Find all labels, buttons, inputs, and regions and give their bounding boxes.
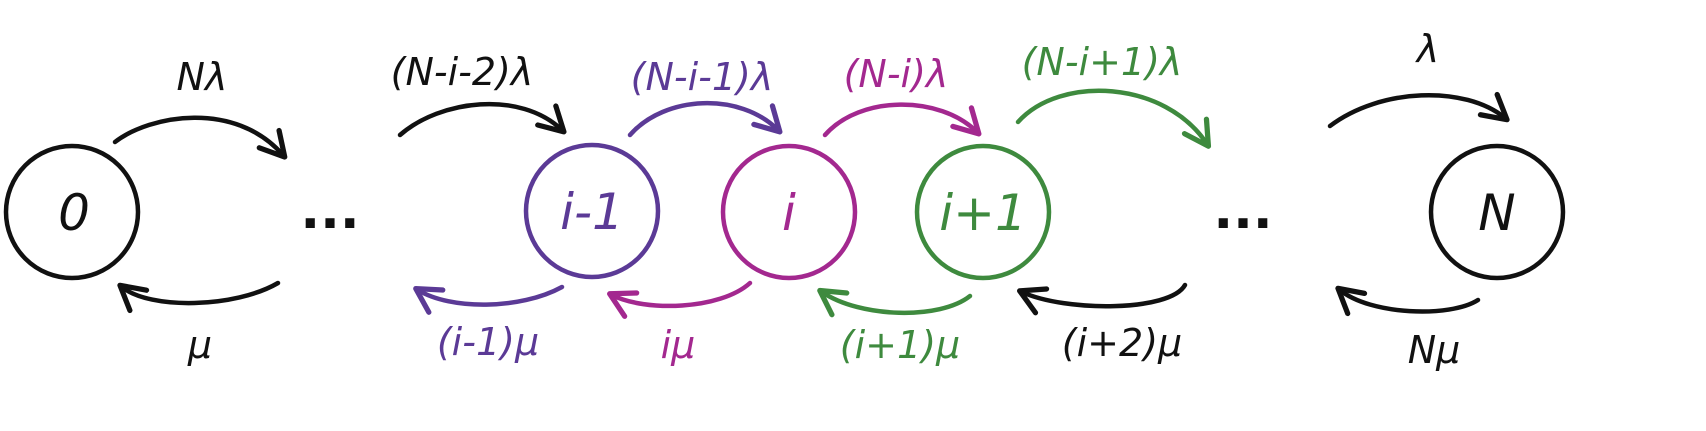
departure-arrow-3 [817, 287, 973, 318]
departure-arrow-1 [413, 284, 565, 315]
arrival-arrow-2 [627, 101, 783, 138]
departure-arrow-0 [117, 280, 281, 314]
departure-label-4: (i+2)μ [1062, 321, 1182, 365]
state-label-i-plus-1: i+1 [939, 184, 1027, 242]
state-node-i-plus-1: i+1 [914, 143, 1052, 281]
arrival-arrow-4 [1015, 88, 1212, 149]
arrival-label-5: λ [1415, 27, 1440, 71]
ellipsis-right: ... [1213, 181, 1272, 241]
departure-arrow-2 [607, 280, 753, 319]
state-node-0: 0 [3, 143, 141, 281]
state-label-0: 0 [58, 184, 90, 242]
departure-label-0: μ [187, 323, 212, 367]
arrival-arrow-5 [1327, 91, 1510, 129]
arrival-label-1: (N-i-2)λ [391, 50, 534, 94]
arrival-label-4: (N-i+1)λ [1022, 40, 1183, 84]
arrival-label-0: Nλ [177, 55, 228, 99]
arrival-arrow-1 [397, 101, 567, 138]
state-node-N: N [1428, 143, 1566, 281]
departure-arrow-4 [1016, 282, 1188, 316]
arrival-label-2: (N-i-1)λ [631, 55, 774, 99]
state-node-i: i [720, 143, 858, 281]
state-label-i-minus-1: i-1 [560, 183, 624, 241]
departure-label-2: iμ [661, 323, 696, 367]
state-label-i: i [782, 184, 796, 242]
arrival-arrow-0 [112, 115, 288, 160]
ellipsis-left: ... [300, 181, 359, 241]
departure-arrow-5 [1335, 285, 1481, 317]
departure-label-1: (i-1)μ [437, 320, 539, 364]
state-label-N: N [1478, 184, 1515, 242]
departure-label-5: Nμ [1408, 328, 1461, 372]
arrival-arrow-3 [822, 102, 982, 138]
arrival-label-3: (N-i)λ [844, 52, 949, 96]
departure-label-3: (i+1)μ [840, 323, 960, 367]
state-node-i-minus-1: i-1 [523, 142, 661, 280]
